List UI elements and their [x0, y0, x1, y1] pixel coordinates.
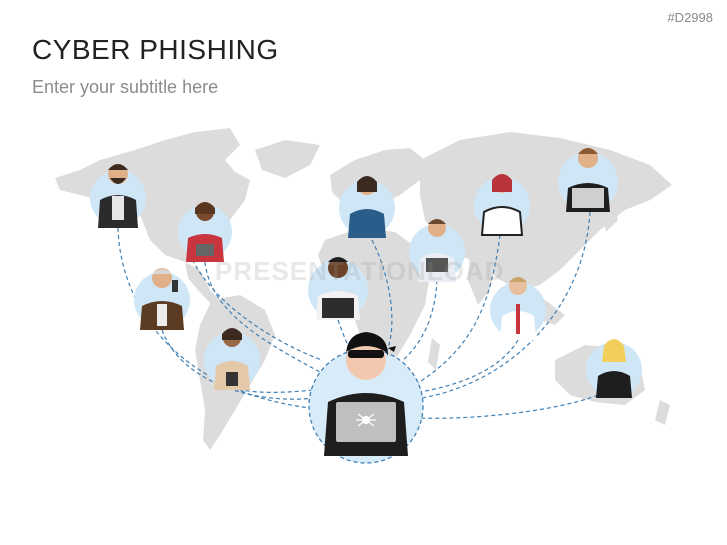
person-icon — [339, 176, 395, 238]
connector-11 — [417, 394, 599, 419]
page-title[interactable]: CYBER PHISHING — [32, 34, 279, 65]
map-central-america — [185, 262, 220, 305]
slide-code: #D2998 — [667, 10, 713, 25]
map-new-zealand — [655, 400, 670, 425]
person-icon — [178, 202, 232, 262]
map-greenland — [255, 140, 320, 178]
person-icon — [558, 148, 618, 212]
connector-3 — [161, 329, 316, 400]
connector-9 — [421, 211, 591, 399]
person-icon — [204, 328, 260, 390]
connector-6 — [371, 239, 393, 356]
hacker-icon — [308, 332, 424, 464]
connector-2 — [204, 261, 321, 373]
connector-8 — [414, 234, 501, 386]
person-icon — [134, 268, 190, 330]
connector-1 — [117, 227, 311, 409]
person-icon — [474, 174, 530, 236]
page-subtitle[interactable]: Enter your subtitle here — [32, 77, 219, 97]
connector-7 — [402, 279, 438, 361]
person-icon — [90, 164, 146, 228]
watermark: PRESENTATIONLOAD — [215, 256, 505, 286]
person-icon — [490, 277, 546, 340]
person-icon — [308, 257, 368, 320]
people — [90, 148, 642, 398]
map-madagascar — [428, 338, 440, 370]
person-icon — [586, 339, 642, 398]
person-icon — [409, 219, 465, 282]
connector-10 — [419, 339, 519, 393]
map-india — [468, 255, 495, 305]
